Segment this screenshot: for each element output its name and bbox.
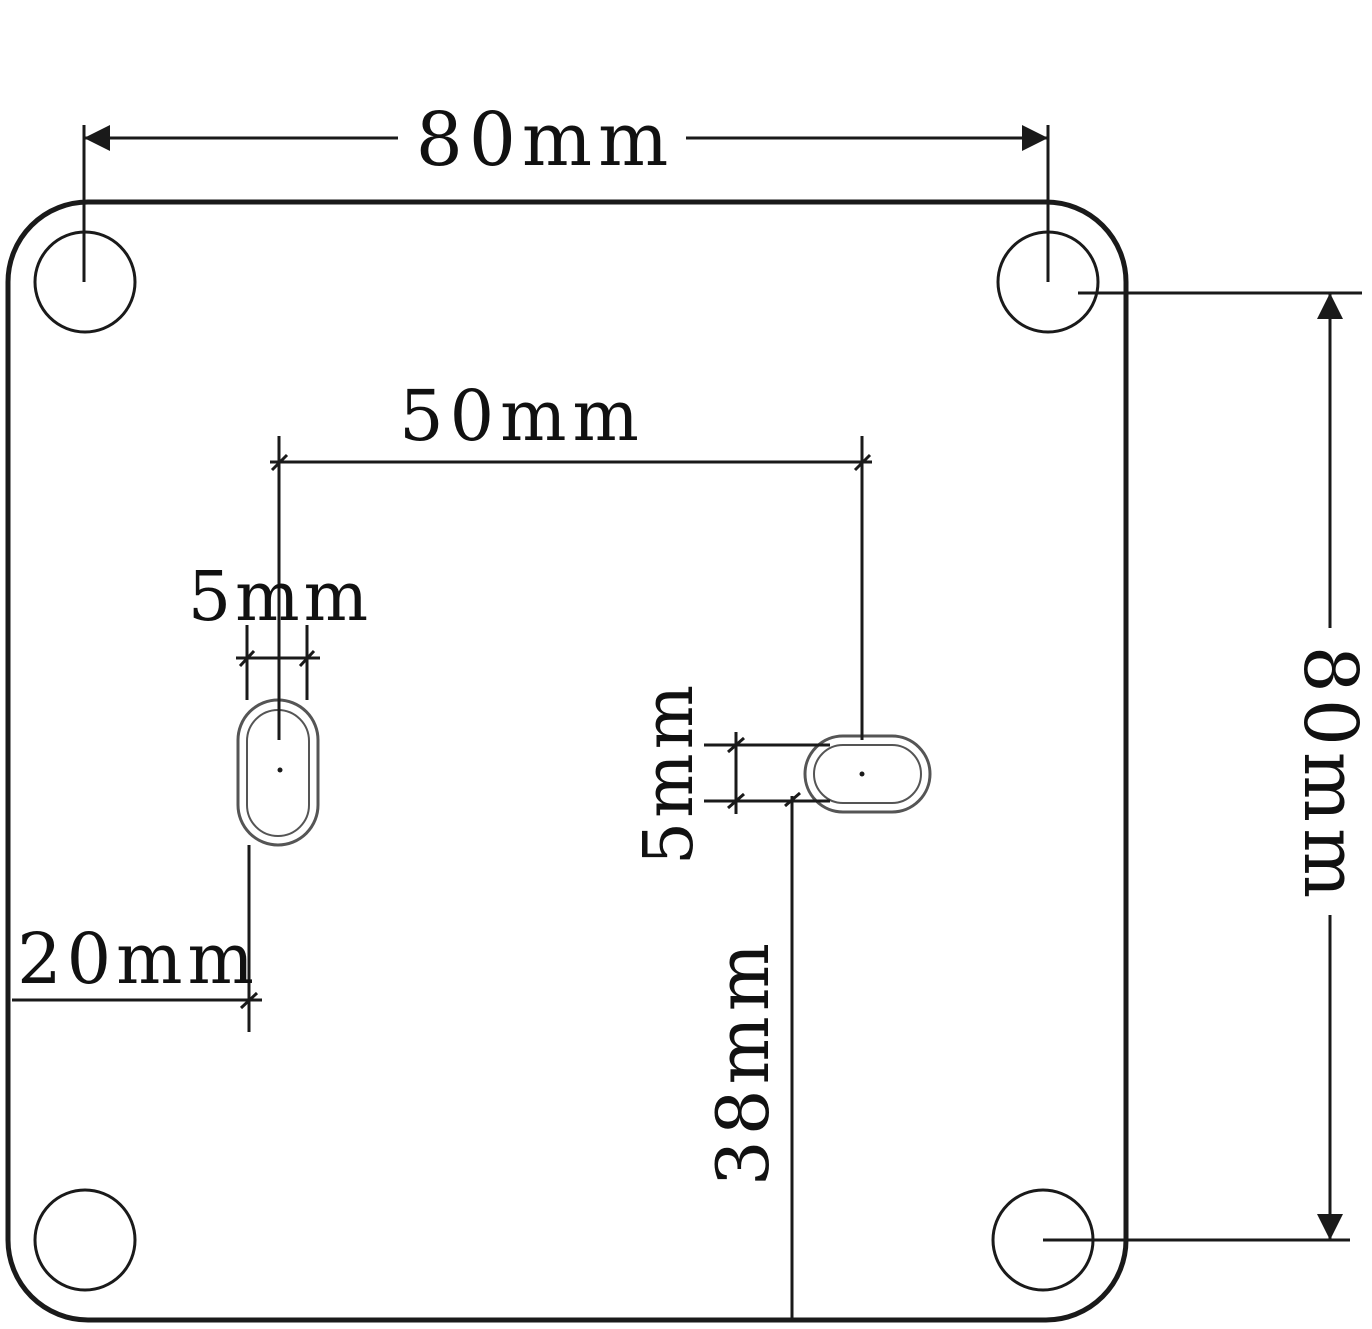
dimension-left-offset-20mm — [12, 845, 262, 1032]
dimension-bottom-offset-38mm — [784, 791, 801, 1318]
label-right-slot-width-5mm: 5mm — [630, 681, 709, 865]
dimension-right-slot-width-5mm — [704, 732, 830, 814]
label-left-offset-20mm: 20mm — [17, 918, 259, 1000]
label-top-80mm: 80mm — [416, 97, 675, 183]
slot-horizontal — [803, 734, 932, 814]
plate-outline — [5, 199, 1129, 1323]
dimension-slot-spacing-50mm — [270, 436, 872, 740]
label-slot-spacing-50mm: 50mm — [399, 375, 645, 457]
label-left-slot-width-5mm: 5mm — [188, 558, 372, 637]
dimension-right-80mm — [1043, 291, 1362, 1242]
label-right-80mm: 80mm — [1287, 646, 1372, 905]
dimension-left-slot-width-5mm — [236, 625, 320, 700]
label-bottom-offset-38mm: 38mm — [701, 938, 785, 1186]
corner-hole-bottom-left — [33, 1188, 137, 1292]
dimension-top-80mm — [82, 125, 1050, 282]
